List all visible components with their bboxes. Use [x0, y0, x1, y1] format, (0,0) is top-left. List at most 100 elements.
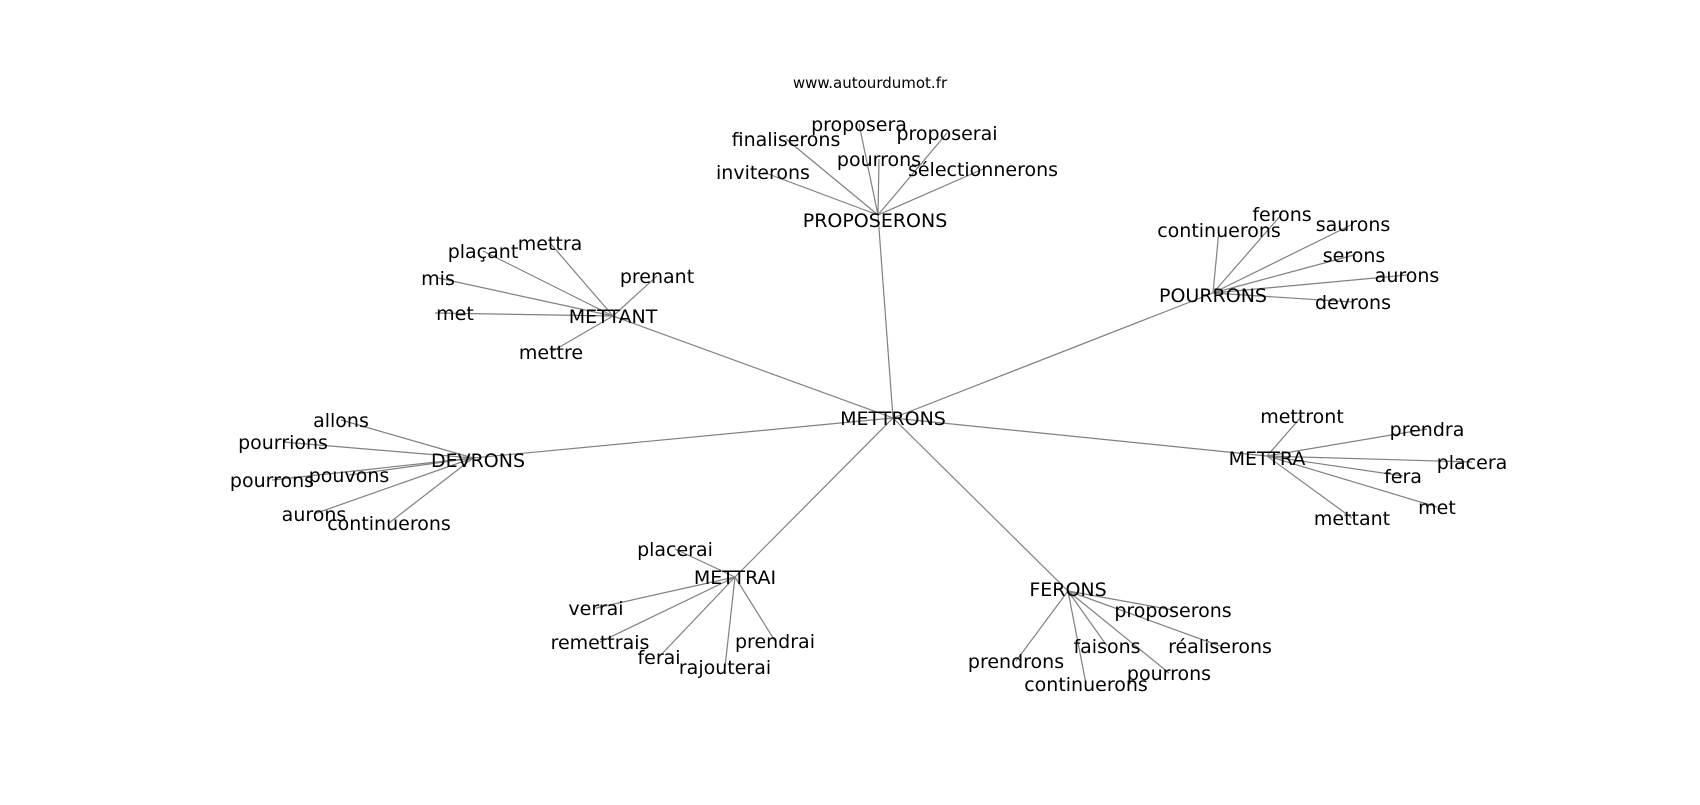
edge-proposerons-leaf [762, 171, 879, 216]
leaf-node[interactable]: met [1418, 497, 1456, 519]
leaf-node[interactable]: réaliserons [1168, 636, 1272, 658]
edge-ferons-leaf [1067, 590, 1087, 685]
leaf-node[interactable]: mettra [518, 233, 583, 255]
edge-ferons-leaf [1015, 590, 1069, 662]
leaf-node[interactable]: prendrons [968, 651, 1064, 673]
edge-ferons-leaf [1067, 590, 1174, 611]
leaf-node[interactable]: prendra [1390, 419, 1465, 441]
leaf-node[interactable]: fera [1384, 466, 1422, 488]
center-node[interactable]: METTRONS [840, 408, 946, 430]
edge-center-proposerons [877, 214, 894, 419]
edge-devrons-leaf [282, 441, 474, 459]
edge-mettra-leaf [1266, 455, 1473, 463]
leaf-node[interactable]: met [436, 303, 474, 325]
hub-node-mettrai[interactable]: METTRAI [694, 567, 776, 589]
leaf-node[interactable]: pourrons [230, 470, 314, 492]
edge-proposerons-leaf [785, 138, 879, 216]
leaf-node[interactable]: remettrais [551, 632, 650, 654]
hub-node-mettra[interactable]: METTRA [1229, 448, 1306, 470]
edge-mettra-leaf [1266, 455, 1353, 519]
edge-pourrons-leaf [1212, 213, 1283, 294]
leaf-node[interactable]: serons [1323, 245, 1386, 267]
hub-node-ferons[interactable]: FERONS [1029, 579, 1106, 601]
leaf-node[interactable]: proposerai [896, 123, 997, 145]
leaf-node[interactable]: faisons [1073, 636, 1140, 658]
edge-devrons-leaf [348, 457, 474, 476]
leaf-node[interactable]: pouvons [309, 465, 390, 487]
edge-proposerons-leaf [858, 123, 879, 216]
leaf-node[interactable]: inviterons [716, 162, 810, 184]
edge-mettrai-leaf [734, 576, 776, 642]
edge-proposerons-leaf [877, 168, 984, 216]
edge-center-pourrons [892, 292, 1214, 419]
edge-devrons-leaf [388, 457, 474, 524]
site-credit: www.autourdumot.fr [793, 74, 948, 92]
edge-pourrons-leaf [1212, 254, 1355, 294]
leaf-node[interactable]: pourrons [837, 149, 921, 171]
leaf-node[interactable]: mettant [1314, 508, 1390, 530]
leaf-node[interactable]: placera [1437, 452, 1508, 474]
hub-node-mettant[interactable]: METTANT [569, 306, 658, 328]
edge-proposerons-leaf [877, 158, 880, 216]
edge-pourrons-leaf [1212, 223, 1354, 294]
edge-mettrai-leaf [599, 576, 736, 643]
leaf-node[interactable]: rajouterai [679, 657, 771, 679]
leaf-node[interactable]: mettre [519, 342, 583, 364]
edge-mettant-leaf [549, 242, 614, 317]
leaf-node[interactable]: pourrions [238, 432, 328, 454]
edge-center-devrons [472, 417, 894, 459]
leaf-node[interactable]: allons [313, 410, 369, 432]
leaf-node[interactable]: pourrons [1127, 663, 1211, 685]
edge-ferons-leaf [1067, 590, 1170, 674]
leaf-node[interactable]: placerai [637, 539, 713, 561]
leaf-node[interactable]: finaliserons [732, 129, 841, 151]
leaf-node[interactable]: continuerons [1157, 220, 1281, 242]
leaf-node[interactable]: continuerons [327, 513, 451, 535]
edge-devrons-leaf [271, 457, 474, 481]
edge-devrons-leaf [313, 457, 474, 515]
leaf-node[interactable]: ferons [1252, 204, 1311, 226]
graph-edges [271, 123, 1473, 685]
leaf-node[interactable]: ferai [637, 647, 680, 669]
leaf-node[interactable]: plaçant [448, 241, 519, 263]
edge-mettra-leaf [1266, 428, 1428, 457]
leaf-node[interactable]: prendrai [735, 631, 815, 653]
leaf-node[interactable]: continuerons [1024, 674, 1148, 696]
leaf-node[interactable]: sélectionnerons [908, 159, 1058, 181]
edge-mettra-leaf [1266, 455, 1438, 508]
hub-node-devrons[interactable]: DEVRONS [431, 450, 525, 472]
edge-mettrai-leaf [658, 576, 736, 658]
leaf-node[interactable]: proposera [811, 114, 907, 136]
leaf-node[interactable]: aurons [1375, 265, 1440, 287]
edge-pourrons-leaf [1212, 229, 1220, 294]
edge-mettra-leaf [1266, 455, 1404, 477]
hub-node-pourrons[interactable]: POURRONS [1159, 285, 1267, 307]
edge-mettra-leaf [1266, 415, 1303, 457]
hub-node-proposerons[interactable]: PROPOSERONS [803, 210, 948, 232]
edge-ferons-leaf [1067, 590, 1221, 647]
leaf-node[interactable]: verrai [568, 598, 623, 620]
leaf-node[interactable]: mettront [1260, 406, 1344, 428]
edge-pourrons-leaf [1212, 292, 1354, 303]
leaf-node[interactable]: prenant [620, 266, 694, 288]
edge-mettrai-leaf [674, 548, 736, 578]
edge-proposerons-leaf [877, 132, 948, 216]
leaf-node[interactable]: proposerons [1114, 600, 1231, 622]
edge-pourrons-leaf [1212, 274, 1408, 294]
leaf-node[interactable]: saurons [1316, 214, 1391, 236]
edge-mettrai-leaf [595, 576, 736, 609]
edge-center-mettrai [734, 417, 894, 578]
edge-center-mettant [612, 315, 894, 419]
edge-mettrai-leaf [724, 576, 736, 668]
leaf-node[interactable]: aurons [282, 504, 347, 526]
edge-center-ferons [892, 417, 1069, 592]
edge-mettant-leaf [482, 250, 614, 317]
leaf-node[interactable]: mis [421, 268, 455, 290]
edge-mettant-leaf [434, 312, 614, 317]
edge-mettant-leaf [437, 277, 614, 317]
edge-center-mettra [892, 417, 1268, 457]
leaf-node[interactable]: devrons [1315, 292, 1391, 314]
